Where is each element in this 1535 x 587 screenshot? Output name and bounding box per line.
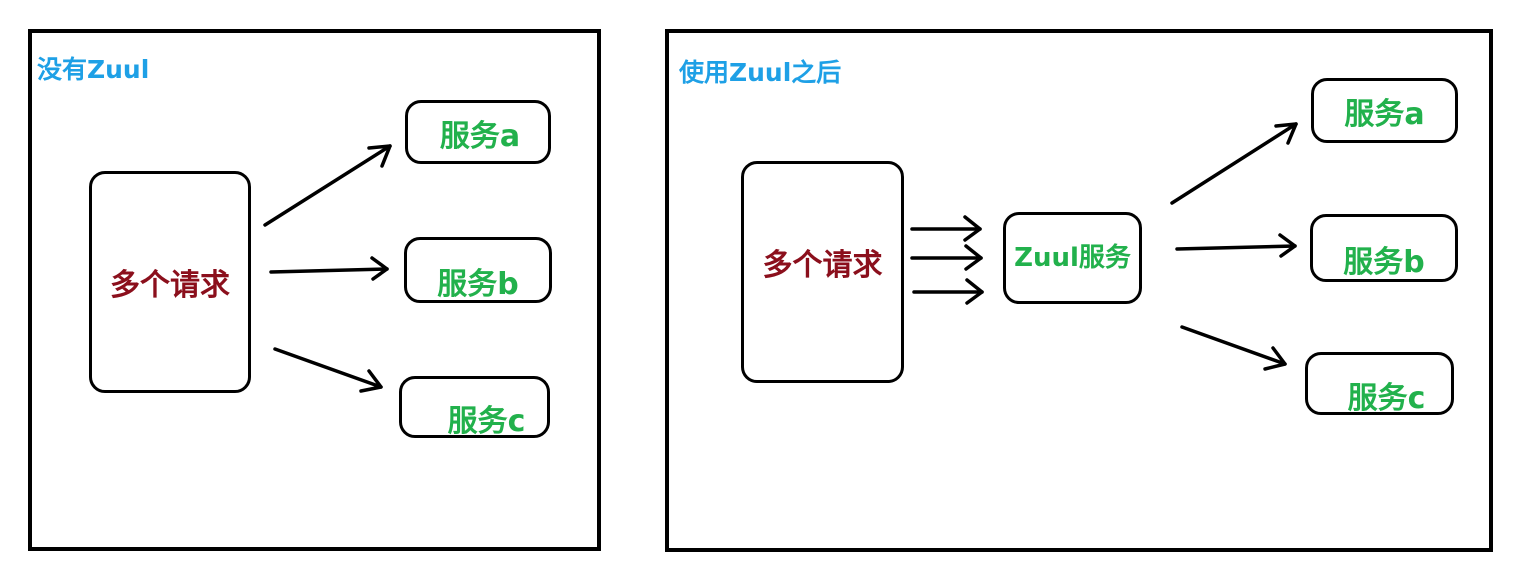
service-c-box: 服务c	[399, 376, 550, 439]
service-a-box: 服务a	[405, 100, 551, 164]
service-b-box: 服务b	[404, 237, 552, 303]
service-a-box-right: 服务a	[1311, 78, 1458, 143]
panel-title-with-zuul: 使用Zuul之后	[679, 58, 842, 87]
panel-title-without-zuul: 没有Zuul	[37, 55, 150, 84]
requests-box-right: 多个请求	[741, 161, 904, 383]
zuul-gateway-box: Zuul服务	[1003, 212, 1142, 304]
service-b-box-right: 服务b	[1310, 214, 1458, 282]
requests-box: 多个请求	[89, 171, 251, 393]
service-c-box-right: 服务c	[1305, 352, 1454, 416]
